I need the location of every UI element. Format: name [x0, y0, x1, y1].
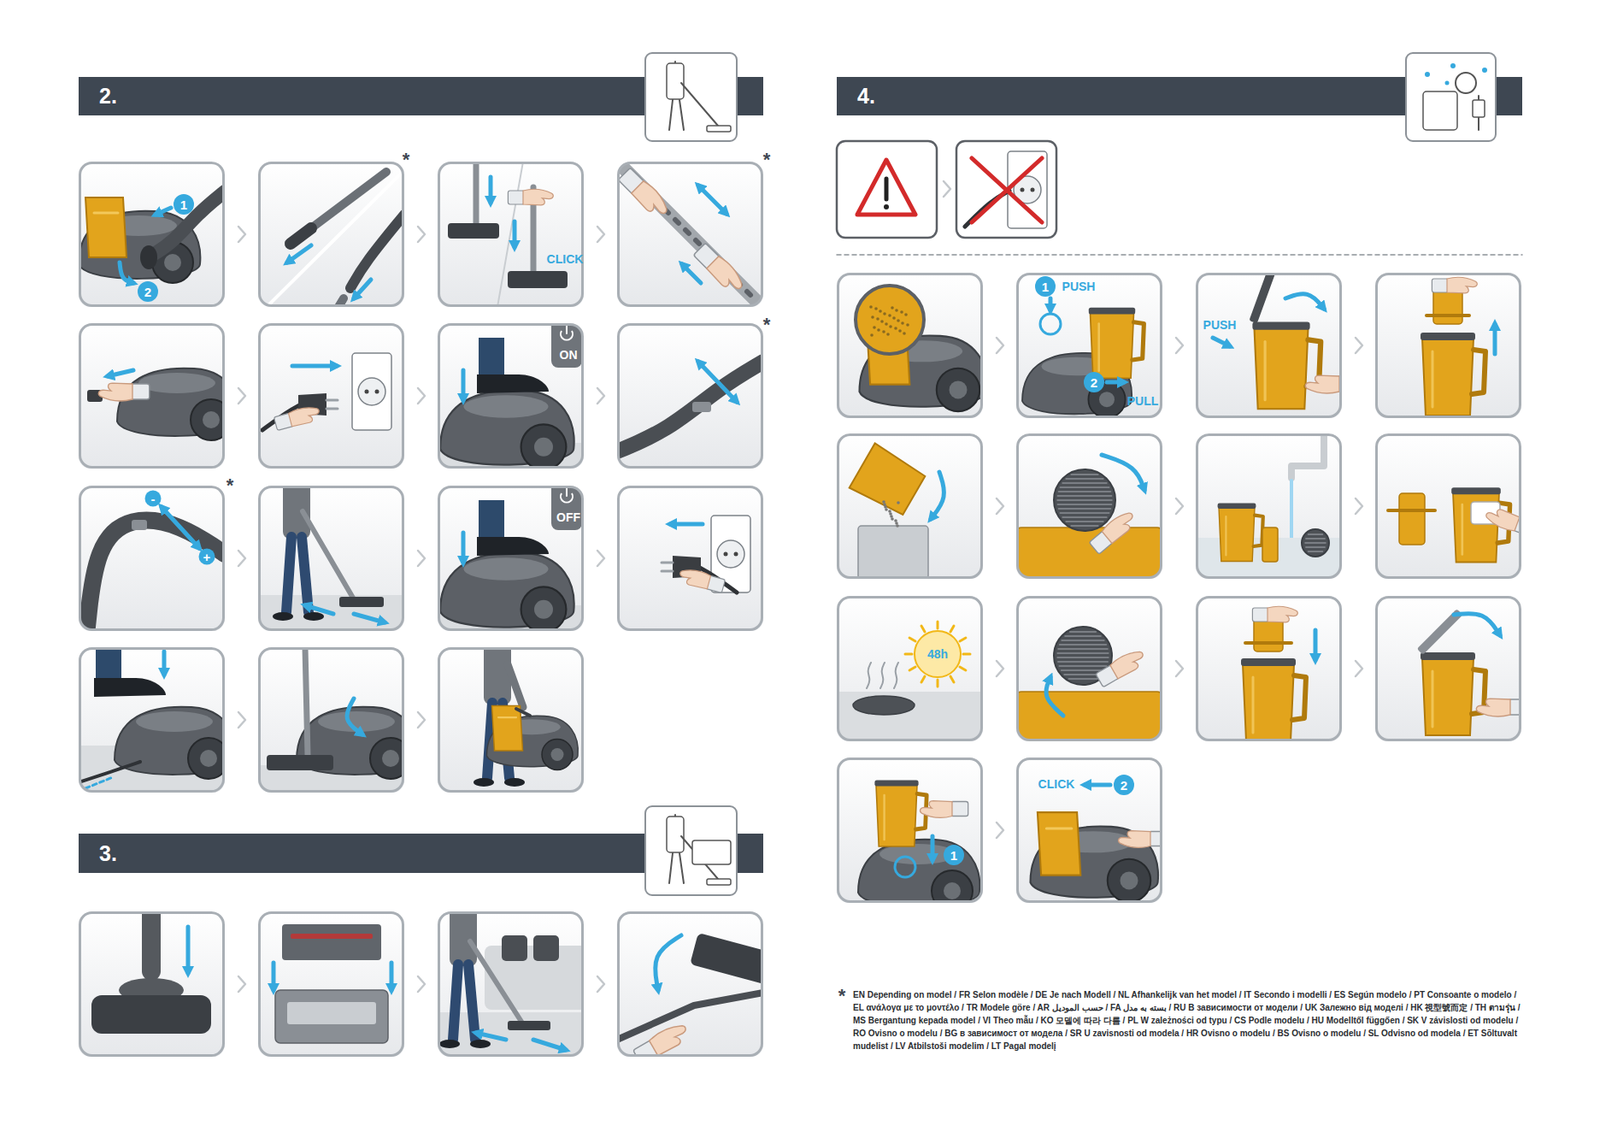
step-panel — [437, 480, 584, 632]
step-chevron — [1176, 660, 1183, 677]
step-chevron — [996, 337, 1004, 353]
callout-number: 1 — [1035, 276, 1056, 297]
step-chevron — [417, 226, 425, 242]
drying-time: 48h — [927, 647, 948, 661]
step-panel — [617, 485, 764, 631]
step-chevron — [1176, 337, 1183, 353]
step-panel — [437, 317, 584, 470]
divider — [836, 253, 1523, 256]
step-panel — [1016, 757, 1167, 903]
switch-text: OFF — [556, 510, 581, 524]
step-panel — [1195, 595, 1342, 742]
step-panel — [258, 161, 405, 316]
callout-number: 1 — [943, 844, 965, 865]
step-panel — [258, 911, 405, 1057]
step-chevron — [597, 976, 605, 992]
step-chevron — [417, 976, 425, 992]
action-text: CLICK — [547, 252, 584, 266]
step-panel — [78, 911, 225, 1057]
callout-number: 2 — [137, 281, 159, 302]
footnote-text: EN Depending on model / FR Selon modèle … — [852, 988, 1525, 1053]
model-asterisk: * — [838, 984, 847, 1007]
step-panel — [437, 642, 584, 793]
step-chevron — [1355, 337, 1363, 353]
warning-icon — [836, 141, 937, 238]
callout-number: 1 — [173, 194, 195, 215]
step-panel — [1195, 267, 1357, 418]
step-chevron — [996, 822, 1004, 838]
step-chevron — [417, 550, 425, 566]
step-chevron — [597, 226, 605, 242]
section-number: 3. — [99, 841, 118, 866]
step-chevron — [238, 388, 246, 404]
action-text: PULL — [1127, 394, 1159, 408]
step-chevron — [597, 388, 605, 404]
switch-text: ON — [559, 347, 578, 362]
step-chevron — [943, 181, 951, 197]
step-panel — [78, 161, 225, 307]
section-header: 3. — [78, 833, 639, 873]
step-chevron — [1176, 498, 1183, 514]
step-chevron — [1355, 660, 1363, 677]
step-panel — [258, 476, 405, 631]
step-panel — [78, 641, 236, 793]
step-panel — [836, 757, 983, 912]
section-header: 2. — [78, 76, 639, 116]
step-panel — [258, 647, 418, 793]
section-icon — [645, 52, 737, 142]
step-panel — [1016, 272, 1163, 418]
step-panel — [1195, 433, 1342, 579]
section-header: 4. — [836, 76, 1401, 116]
step-panel — [1375, 433, 1536, 579]
step-chevron — [238, 550, 246, 566]
section-icon — [1405, 52, 1496, 142]
section-number: 2. — [99, 83, 118, 109]
step-panel — [1016, 595, 1163, 742]
step-panel — [836, 433, 983, 579]
step-panel — [1016, 433, 1163, 579]
step-panel — [258, 323, 405, 469]
step-panel — [437, 904, 596, 1057]
section-icon — [645, 805, 737, 895]
step-chevron — [238, 976, 246, 992]
step-panel — [836, 595, 983, 742]
step-panel — [437, 161, 584, 307]
model-asterisk: * — [763, 148, 771, 171]
callout-number: 2 — [1083, 371, 1105, 393]
step-chevron — [417, 711, 425, 728]
step-chevron — [1355, 498, 1363, 514]
step-panel — [617, 911, 782, 1066]
power-sign: + — [199, 548, 216, 565]
step-chevron — [996, 660, 1004, 677]
step-chevron — [238, 711, 246, 728]
step-chevron — [996, 498, 1004, 514]
action-text: PUSH — [1203, 317, 1237, 332]
action-text: PUSH — [1062, 279, 1096, 294]
step-chevron — [238, 226, 246, 242]
callout-number: 2 — [1113, 774, 1135, 795]
model-asterisk: * — [402, 148, 411, 171]
step-panel — [617, 161, 764, 307]
step-panel — [836, 272, 988, 418]
power-sign: - — [145, 490, 162, 507]
step-chevron — [417, 388, 425, 404]
unplug-icon — [956, 141, 1057, 238]
step-panel — [78, 485, 225, 631]
step-panel — [617, 323, 764, 469]
action-text: CLICK — [1038, 776, 1076, 791]
step-panel — [78, 323, 239, 469]
section-number: 4. — [857, 83, 876, 109]
step-panel — [1375, 272, 1522, 418]
step-chevron — [597, 550, 605, 566]
model-asterisk: * — [763, 313, 771, 336]
model-asterisk: * — [226, 474, 235, 497]
step-panel — [1375, 595, 1528, 742]
